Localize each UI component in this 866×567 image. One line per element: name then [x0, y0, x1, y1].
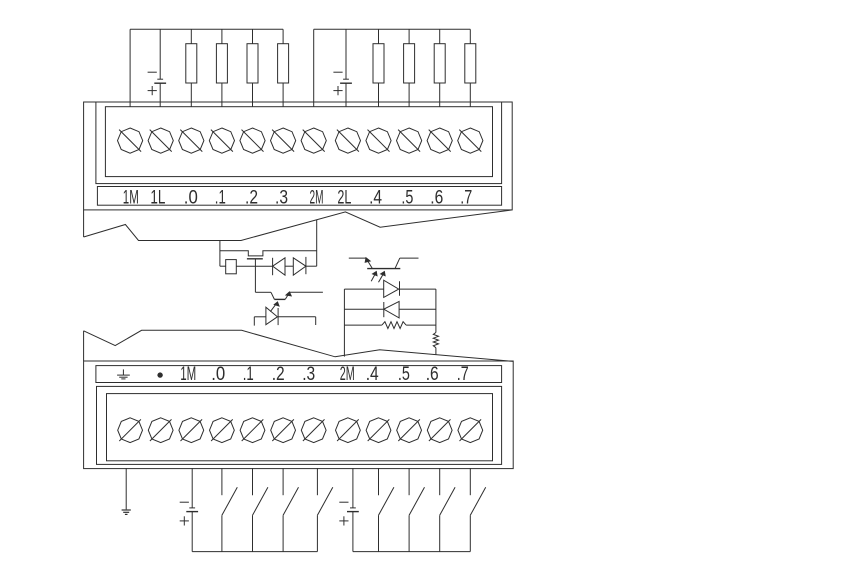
- svg-text:2L: 2L: [337, 187, 351, 208]
- svg-text:.5: .5: [401, 187, 413, 208]
- svg-text:.7: .7: [460, 187, 472, 208]
- svg-text:1M: 1M: [180, 364, 196, 385]
- svg-text:.3: .3: [275, 187, 288, 208]
- svg-text:.0: .0: [184, 187, 198, 208]
- svg-text:.7: .7: [457, 364, 469, 385]
- svg-text:2M: 2M: [340, 364, 355, 385]
- svg-text:.1: .1: [215, 187, 226, 208]
- svg-text:.2: .2: [272, 364, 285, 385]
- svg-text:.4: .4: [369, 187, 382, 208]
- svg-text:2M: 2M: [310, 187, 324, 208]
- svg-text:.6: .6: [426, 364, 439, 385]
- svg-text:.2: .2: [245, 187, 258, 208]
- svg-text:.0: .0: [211, 364, 225, 385]
- svg-text:.5: .5: [398, 364, 410, 385]
- svg-text:.3: .3: [302, 364, 315, 385]
- svg-text:1L: 1L: [150, 187, 165, 208]
- svg-text:.1: .1: [243, 364, 254, 385]
- svg-text:1M: 1M: [123, 187, 139, 208]
- svg-text:.4: .4: [366, 364, 379, 385]
- svg-text:.6: .6: [430, 187, 443, 208]
